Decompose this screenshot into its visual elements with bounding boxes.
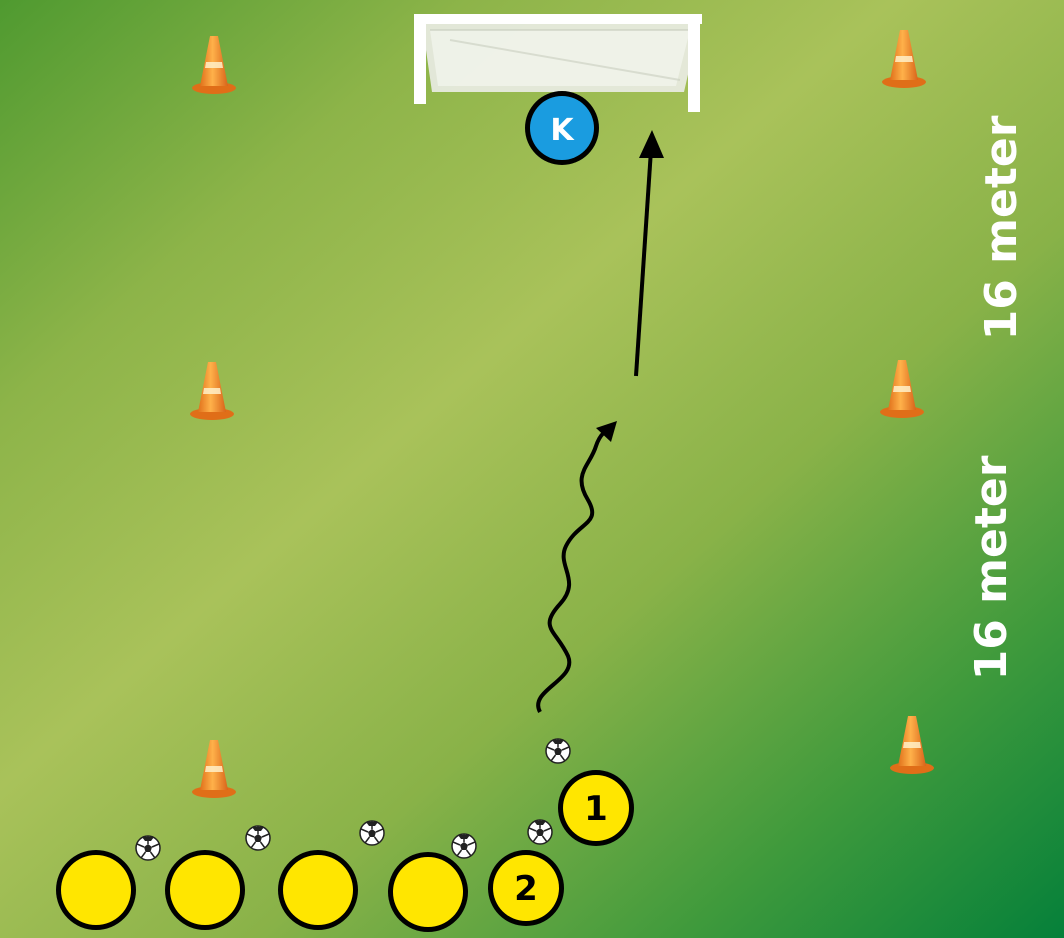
waiting-player: [165, 850, 245, 930]
waiting-player: [388, 852, 468, 932]
player-2: 2: [488, 850, 564, 926]
ball-icon: [528, 820, 552, 844]
ball-icon: [360, 821, 384, 845]
player-1-label: 1: [584, 789, 608, 829]
upper-dimension-label: 16 meter: [976, 115, 1027, 340]
player-1: 1: [558, 770, 634, 846]
player-2-label: 2: [514, 869, 538, 909]
ball-icon: [452, 834, 476, 858]
waiting-player: [278, 850, 358, 930]
ball-icon: [546, 739, 570, 763]
goalkeeper-label: K: [550, 113, 575, 148]
goalkeeper: K: [525, 91, 599, 165]
ball-icon: [246, 826, 270, 850]
waiting-player: [56, 850, 136, 930]
ball-icon: [136, 836, 160, 860]
lower-dimension-label: 16 meter: [966, 455, 1017, 680]
